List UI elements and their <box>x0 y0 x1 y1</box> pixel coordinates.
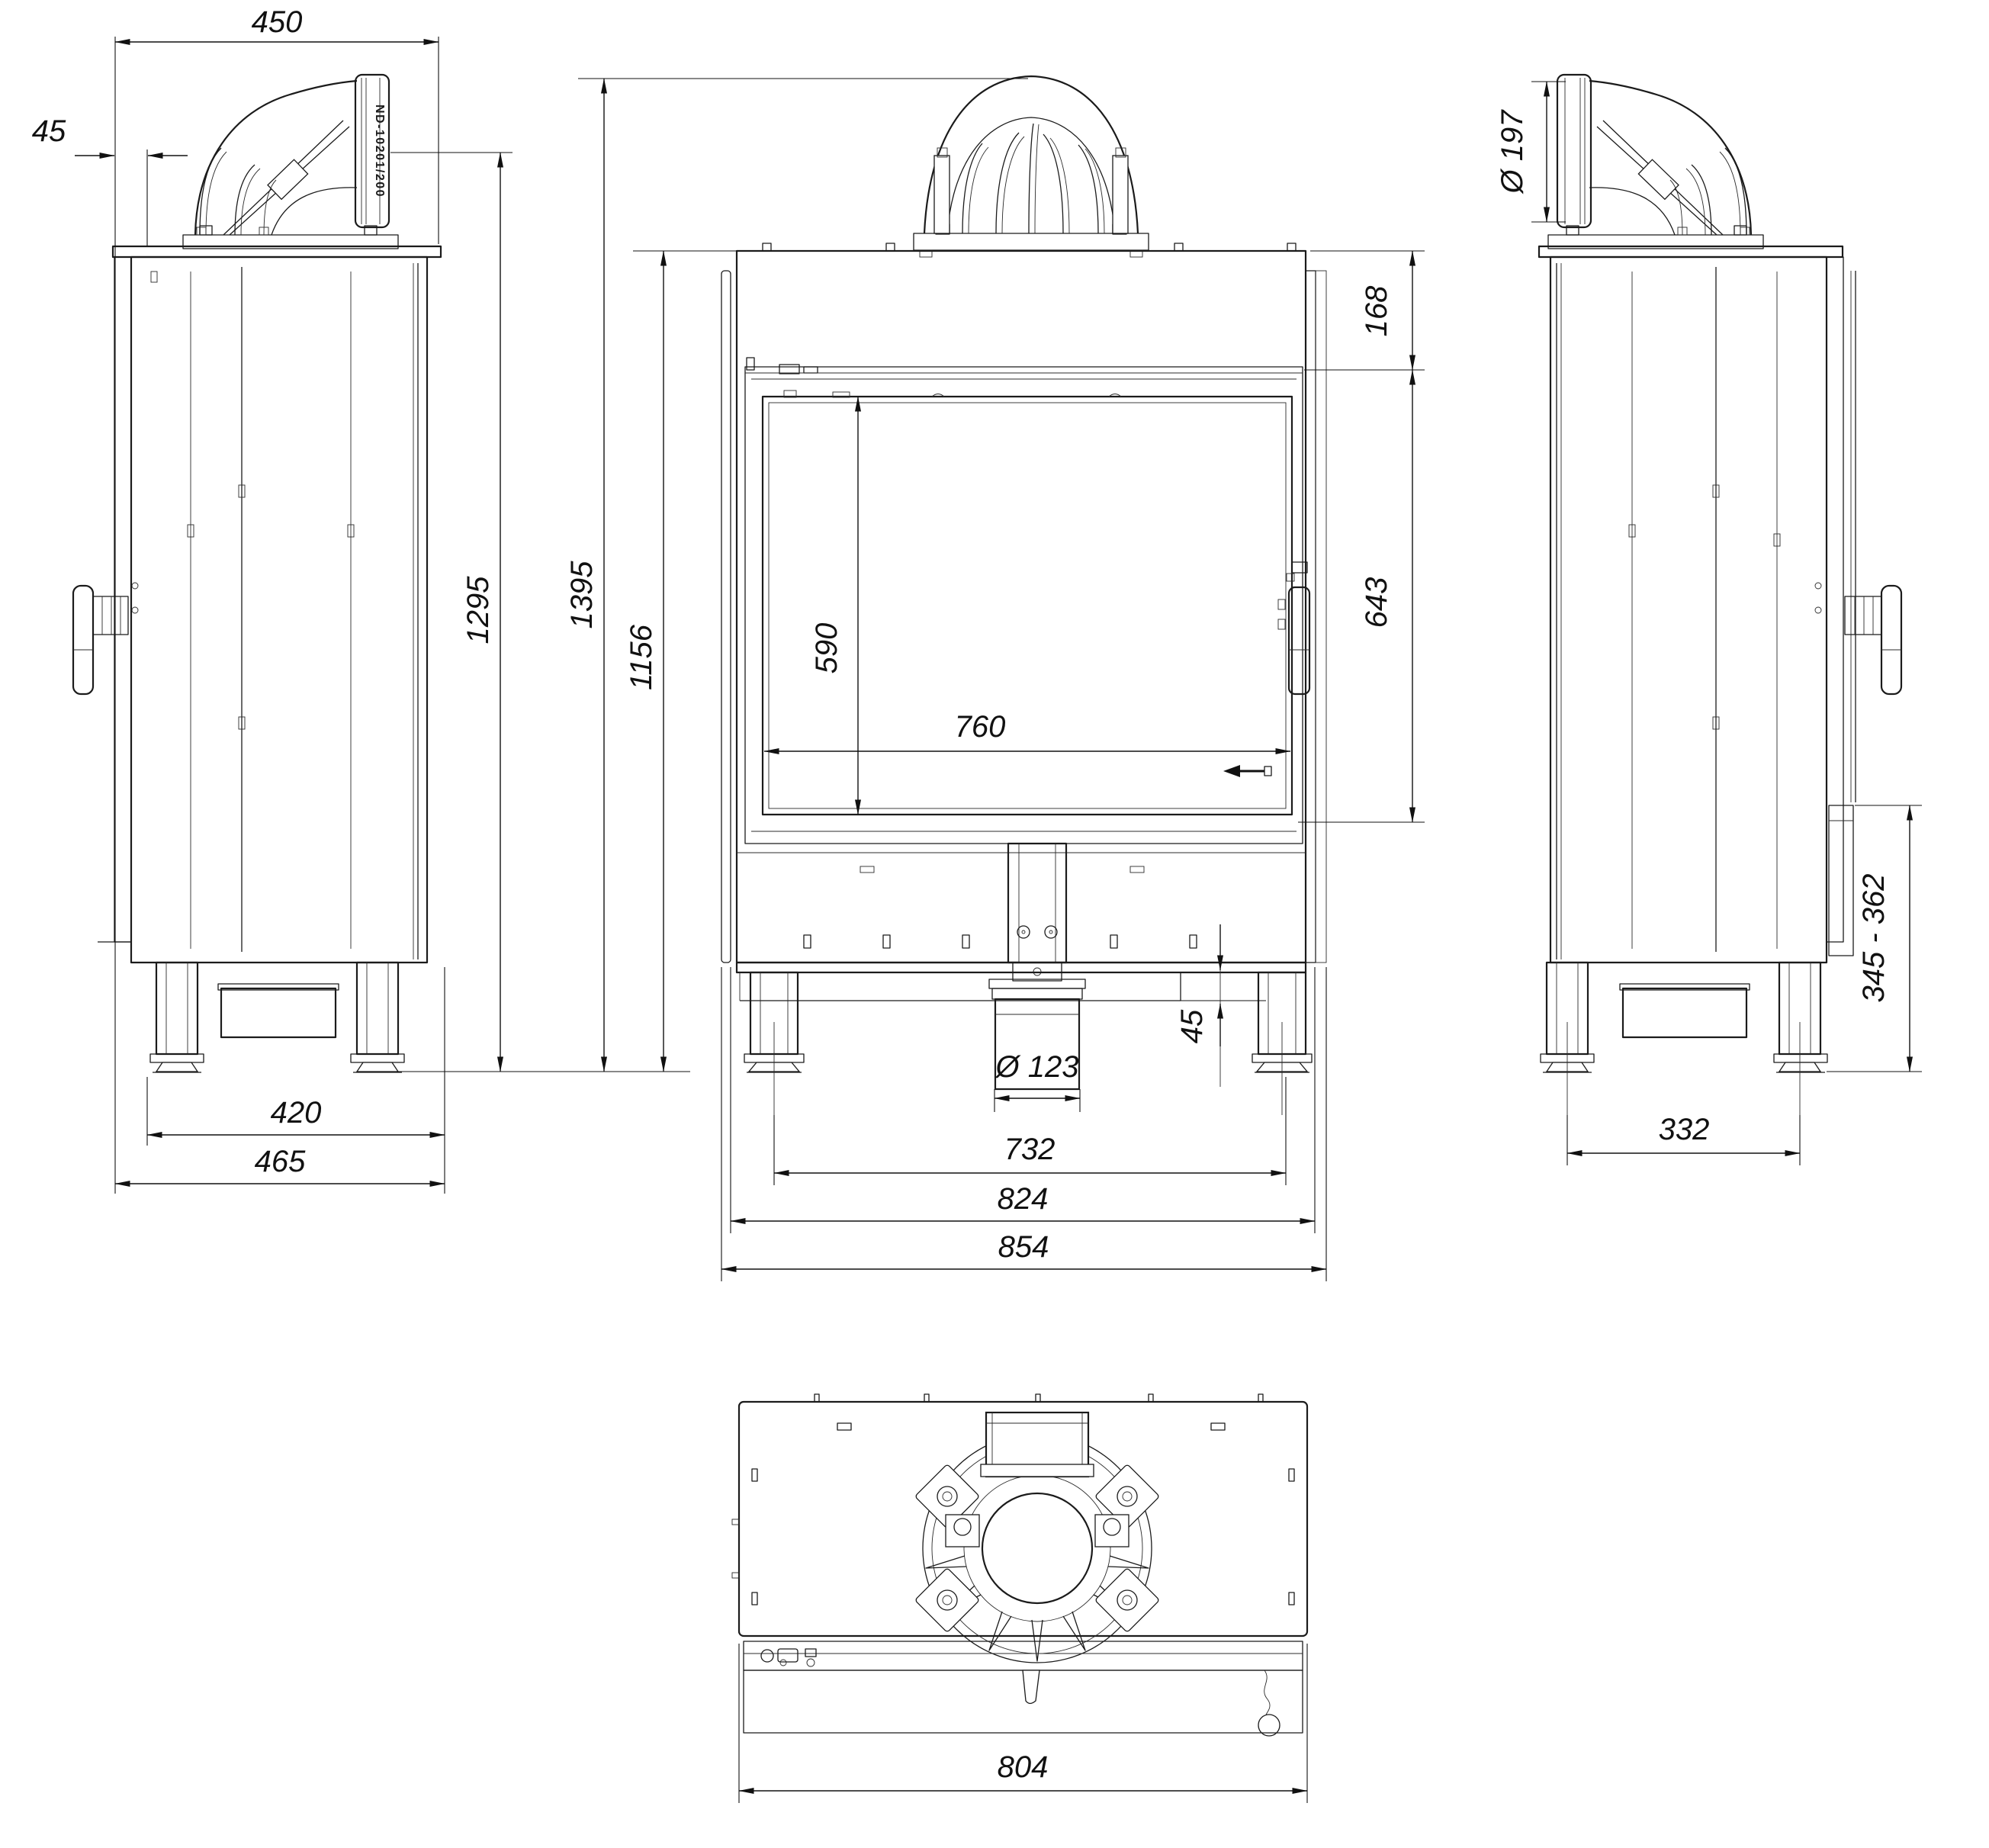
front-plate <box>1826 256 1844 943</box>
flue-collar-flange <box>915 1411 1159 1663</box>
handle-bar <box>1880 584 1903 696</box>
front-lower-box <box>1828 805 1854 956</box>
svg-text:1156: 1156 <box>625 624 658 690</box>
flue-elbow-left-view: ND-10201/200 <box>182 73 399 249</box>
svg-text:824: 824 <box>998 1182 1049 1216</box>
dim-glass-width: 760 <box>763 710 1291 754</box>
dim-top-view-width: 804 <box>738 1644 1308 1803</box>
air-intake-box <box>1621 987 1748 1039</box>
right-side-lip <box>1315 270 1327 963</box>
door-swing-arrow-icon <box>1223 765 1272 777</box>
svg-text:450: 450 <box>252 5 303 39</box>
right-side-view <box>1538 73 1903 1115</box>
front-view <box>721 75 1327 1115</box>
door-glass <box>761 395 1293 816</box>
left-side-view: ND-10201/200 <box>72 73 442 1073</box>
flue-pipe-model-label: ND-10201/200 <box>373 104 386 198</box>
svg-text:732: 732 <box>1004 1133 1056 1166</box>
adjustable-foot <box>355 1062 400 1072</box>
svg-text:804: 804 <box>998 1750 1049 1784</box>
dim-body-height: 1156 <box>625 250 737 1072</box>
dim-left-feet-span: 420 <box>146 967 445 1194</box>
air-inlet-duct <box>994 998 1081 1091</box>
dim-body-width: 824 <box>730 967 1316 1233</box>
left-view-base <box>149 961 405 1073</box>
svg-text:1395: 1395 <box>565 561 599 629</box>
door-handle-right-view <box>1844 584 1903 696</box>
door-latch <box>1291 561 1308 574</box>
svg-text:854: 854 <box>998 1230 1049 1264</box>
svg-text:420: 420 <box>271 1096 322 1130</box>
flue-pipe-cap <box>1556 73 1592 229</box>
svg-text:643: 643 <box>1360 577 1393 628</box>
bottom-plate <box>735 961 1307 974</box>
top-view-front-assembly <box>743 1641 1303 1737</box>
right-view-body <box>1538 245 1856 964</box>
dim-glass-height: 590 <box>810 396 861 815</box>
svg-text:345 - 362: 345 - 362 <box>1857 873 1891 1002</box>
front-view-base <box>744 971 1313 1115</box>
flue-dome <box>913 75 1149 258</box>
handle-mount <box>92 596 129 635</box>
door-handle-front-view <box>1277 561 1311 696</box>
front-lower-panel <box>735 842 1307 1001</box>
svg-text:465: 465 <box>255 1145 306 1178</box>
right-view-base <box>1540 961 1828 1115</box>
air-intake-box <box>220 987 337 1039</box>
dim-front-feet-span: 732 <box>773 1077 1287 1185</box>
latch-tab <box>1022 1670 1040 1705</box>
handle-bar <box>1287 586 1311 696</box>
dim-base-recess: 45 <box>1175 924 1266 1087</box>
dim-overall-depth: 465 <box>114 1145 445 1187</box>
svg-text:1295: 1295 <box>461 576 495 644</box>
svg-text:Ø 123: Ø 123 <box>994 1050 1079 1084</box>
svg-text:168: 168 <box>1360 285 1393 336</box>
dim-top-margin: 168 <box>1304 250 1425 371</box>
svg-text:332: 332 <box>1659 1113 1710 1146</box>
adjustable-foot <box>155 1062 199 1072</box>
pull-ring <box>1258 1714 1280 1737</box>
dim-overall-width: 854 <box>721 967 1327 1281</box>
top-view <box>731 1393 1309 1737</box>
handle-bar <box>72 584 95 696</box>
flue-elbow-right-view <box>1547 73 1764 249</box>
top-plate-outline <box>737 1400 1309 1637</box>
svg-text:45: 45 <box>32 114 66 148</box>
dim-right-feet-span: 332 <box>1566 1113 1801 1165</box>
dim-flue-axis-height: 1295 <box>390 152 513 1072</box>
dim-flue-diameter: Ø 197 <box>1496 81 1566 223</box>
dim-air-inlet-diameter: Ø 123 <box>994 1050 1081 1112</box>
svg-text:Ø 197: Ø 197 <box>1496 109 1529 195</box>
svg-text:45: 45 <box>1175 1009 1209 1043</box>
left-side-lip <box>721 270 731 963</box>
dim-opening-height: 643 <box>1298 369 1425 823</box>
dimension-annotations: 450 45 1295 420 465 1395 <box>32 5 1922 1803</box>
dim-left-front-offset: 45 <box>32 114 188 246</box>
door-handle-left-view <box>72 584 129 696</box>
dim-total-height: 1395 <box>565 78 1028 1072</box>
flue-pipe-cap <box>354 73 390 229</box>
left-view-body <box>98 245 442 964</box>
svg-text:590: 590 <box>810 623 843 674</box>
dim-base-height-range: 345 - 362 <box>1827 805 1922 1072</box>
dim-left-top-depth: 450 <box>114 5 439 244</box>
svg-text:760: 760 <box>955 710 1006 744</box>
